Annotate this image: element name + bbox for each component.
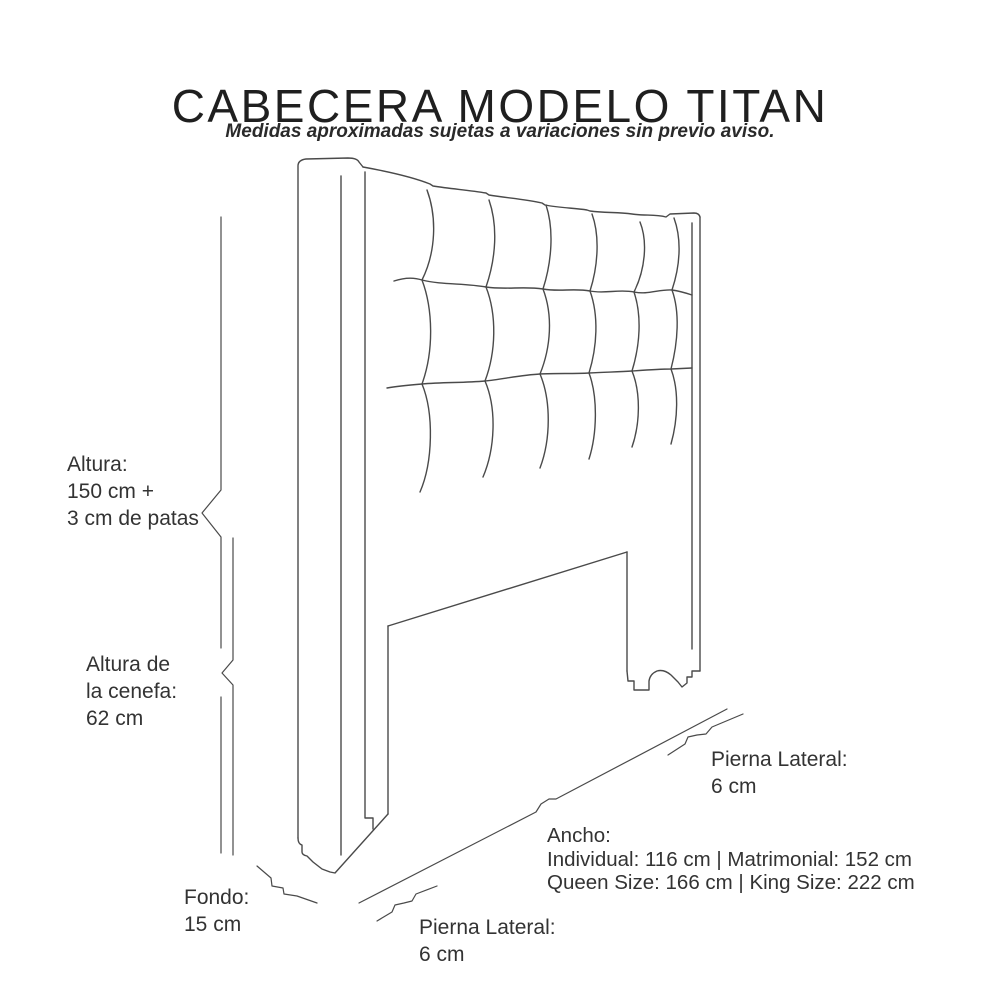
dimension-pointer-pierna-right	[667, 713, 744, 756]
label-altura: Altura: 150 cm + 3 cm de patas	[67, 453, 199, 530]
dimension-line-altura	[201, 216, 222, 854]
tuft-seam-top	[393, 277, 693, 296]
tuft-curve	[421, 279, 432, 385]
tuft-curve	[421, 189, 435, 281]
dimension-line-cenefa	[221, 537, 234, 856]
tuft-curve	[589, 213, 598, 292]
tuft-curve	[539, 373, 549, 469]
tuft-curve	[671, 217, 680, 291]
label-ancho: Ancho: Individual: 116 cm | Matrimonial:…	[547, 824, 915, 894]
dimension-line-ancho	[358, 708, 728, 904]
tufting-pattern	[386, 189, 693, 493]
label-fondo: Fondo: 15 cm	[184, 886, 250, 936]
tuft-curve	[670, 368, 678, 445]
tuft-curve	[542, 204, 552, 290]
tuft-curve	[588, 372, 597, 460]
tuft-curve	[631, 291, 640, 372]
tuft-seam-bottom	[386, 367, 693, 389]
dimension-pointer-pierna-bottom	[376, 885, 438, 922]
dimension-pointer-fondo	[256, 865, 318, 904]
tuft-curve	[419, 383, 432, 493]
label-pierna-lateral-bottom: Pierna Lateral: 6 cm	[419, 916, 556, 966]
tuft-curve	[588, 290, 597, 374]
tuft-curve	[485, 199, 496, 288]
right-leg-foot	[626, 669, 701, 691]
headboard-outline	[297, 157, 701, 874]
left-post-inner-line-2	[364, 171, 374, 830]
tuft-curve	[539, 288, 551, 375]
tuft-curve	[631, 370, 640, 448]
tuft-curve	[482, 380, 494, 478]
panel-top-edge	[362, 166, 701, 218]
tuft-curve	[484, 286, 495, 382]
tuft-curve	[633, 221, 646, 293]
label-pierna-lateral-right: Pierna Lateral: 6 cm	[711, 748, 848, 798]
left-post-outer-edge	[297, 157, 364, 839]
dimension-lines	[201, 216, 744, 922]
tuft-curve	[670, 289, 678, 370]
panel-bottom-edge	[387, 551, 628, 627]
label-altura-cenefa: Altura de la cenefa: 62 cm	[86, 653, 178, 730]
left-leg-foot	[297, 813, 389, 874]
page-subtitle: Medidas aproximadas sujetas a variacione…	[225, 121, 775, 142]
page-title: CABECERA MODELO TITAN	[171, 79, 829, 132]
